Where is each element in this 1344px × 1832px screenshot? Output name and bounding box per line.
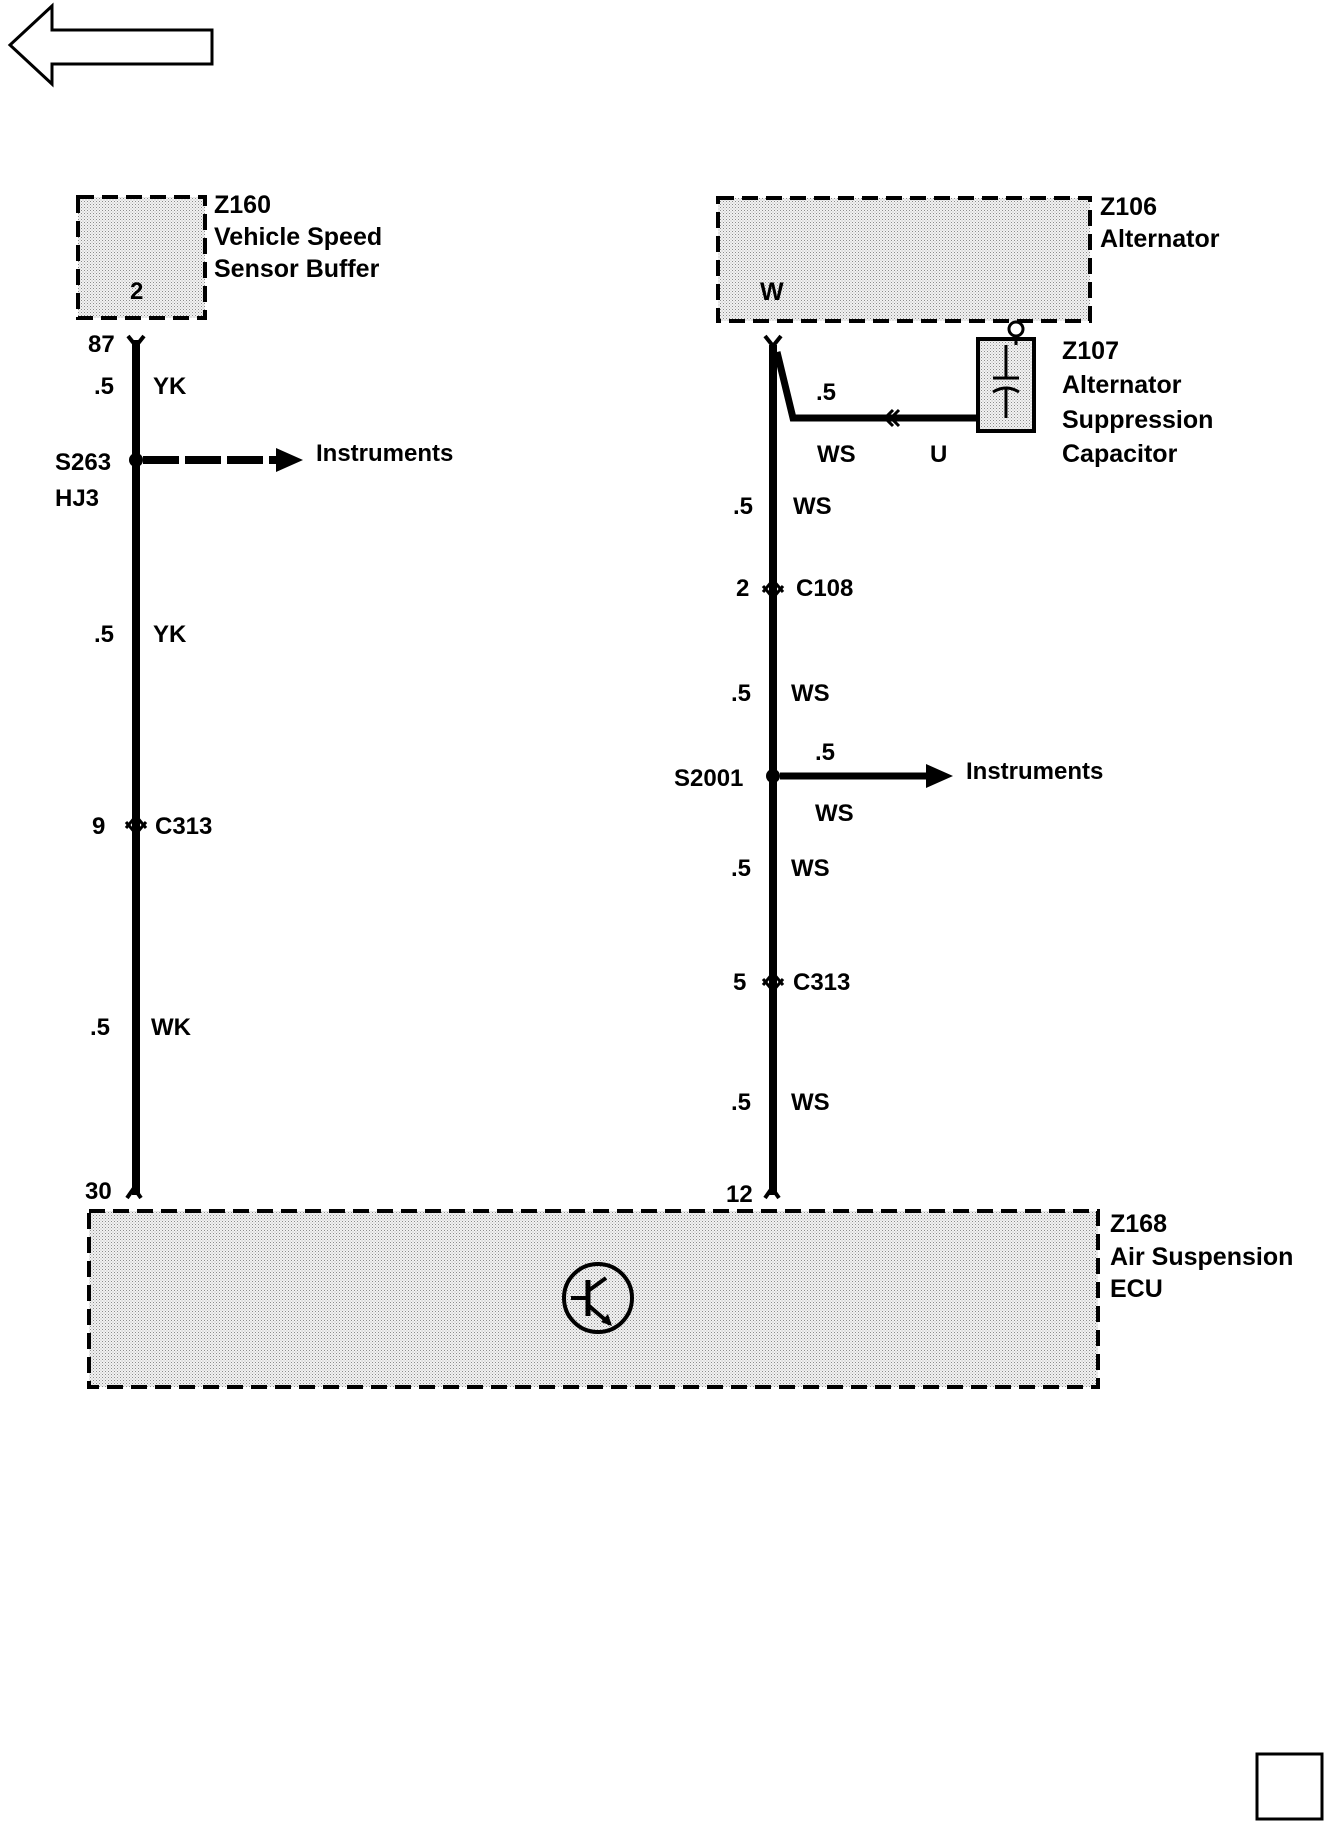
right-seg3-size: .5 <box>731 855 751 882</box>
left-seg2-color: YK <box>153 621 187 648</box>
connector-c108-icon[interactable] <box>761 577 785 601</box>
transistor-icon <box>562 1262 634 1334</box>
component-z160[interactable] <box>76 195 207 320</box>
right-connector2-pin: 5 <box>733 969 746 996</box>
right-branch-color: WS <box>815 800 854 827</box>
z106-name: Alternator <box>1100 225 1220 253</box>
z160-pin: 2 <box>130 278 143 305</box>
splice-s2001-dot[interactable] <box>766 769 780 783</box>
z168-id: Z168 <box>1110 1210 1167 1238</box>
page-corner-box[interactable] <box>1255 1752 1324 1821</box>
right-seg1-size: .5 <box>733 493 753 520</box>
splice-s263-harness: HJ3 <box>55 485 99 512</box>
right-connector1-id: C108 <box>796 575 853 602</box>
z160-name-line2: Sensor Buffer <box>214 255 380 283</box>
left-bottom-pin: 30 <box>85 1178 112 1205</box>
z160-id: Z160 <box>214 191 271 219</box>
left-branch-wire[interactable] <box>143 448 303 472</box>
left-seg1-size: .5 <box>94 373 114 400</box>
right-seg3-color: WS <box>791 855 830 882</box>
left-connector-id: C313 <box>155 813 212 840</box>
capacitor-wire-color-left: WS <box>817 441 856 468</box>
splice-s263-id: S263 <box>55 449 111 476</box>
component-z168[interactable] <box>87 1209 1100 1389</box>
right-seg1-color: WS <box>793 493 832 520</box>
left-seg3-color: WK <box>151 1014 192 1041</box>
right-branch-label: Instruments <box>966 758 1103 785</box>
connector-c313-left-icon[interactable] <box>124 813 148 837</box>
back-arrow-icon[interactable] <box>7 2 214 88</box>
right-branch-size: .5 <box>815 739 835 766</box>
left-bottom-terminal <box>125 1184 143 1200</box>
right-connector1-pin: 2 <box>736 575 749 602</box>
left-branch-label: Instruments <box>316 440 453 467</box>
capacitor-icon <box>992 345 1020 418</box>
right-branch-wire[interactable] <box>780 764 953 788</box>
right-seg4-size: .5 <box>731 1089 751 1116</box>
right-connector2-id: C313 <box>793 969 850 996</box>
right-seg4-color: WS <box>791 1089 830 1116</box>
z160-name-line1: Vehicle Speed <box>214 223 382 251</box>
capacitor-wire[interactable] <box>773 351 978 422</box>
z107-name-line3: Capacitor <box>1062 440 1178 468</box>
z107-id: Z107 <box>1062 337 1119 365</box>
capacitor-wire-connector-icon <box>882 408 901 428</box>
right-bottom-pin: 12 <box>726 1181 753 1208</box>
component-z106[interactable] <box>716 196 1092 323</box>
z106-pin: W <box>760 278 784 306</box>
right-bottom-terminal <box>763 1184 781 1200</box>
left-top-pin: 87 <box>88 331 115 358</box>
right-seg2-color: WS <box>791 680 830 707</box>
z168-name-line2: ECU <box>1110 1275 1163 1303</box>
z107-name-line2: Suppression <box>1062 406 1213 434</box>
capacitor-wire-color-right: U <box>930 441 947 468</box>
left-connector-pin: 9 <box>92 813 105 840</box>
z106-id: Z106 <box>1100 193 1157 221</box>
splice-s263-dot[interactable] <box>129 453 143 467</box>
left-seg3-size: .5 <box>90 1014 110 1041</box>
left-top-terminal <box>126 334 146 350</box>
splice-s2001-id: S2001 <box>674 765 743 792</box>
connector-c313-right-icon[interactable] <box>761 970 785 994</box>
left-seg2-size: .5 <box>94 621 114 648</box>
left-seg1-color: YK <box>153 373 187 400</box>
right-seg2-size: .5 <box>731 680 751 707</box>
z107-name-line1: Alternator <box>1062 371 1182 399</box>
z168-name-line1: Air Suspension <box>1110 1243 1293 1271</box>
right-top-terminal <box>763 334 783 350</box>
capacitor-wire-size: .5 <box>816 379 836 406</box>
